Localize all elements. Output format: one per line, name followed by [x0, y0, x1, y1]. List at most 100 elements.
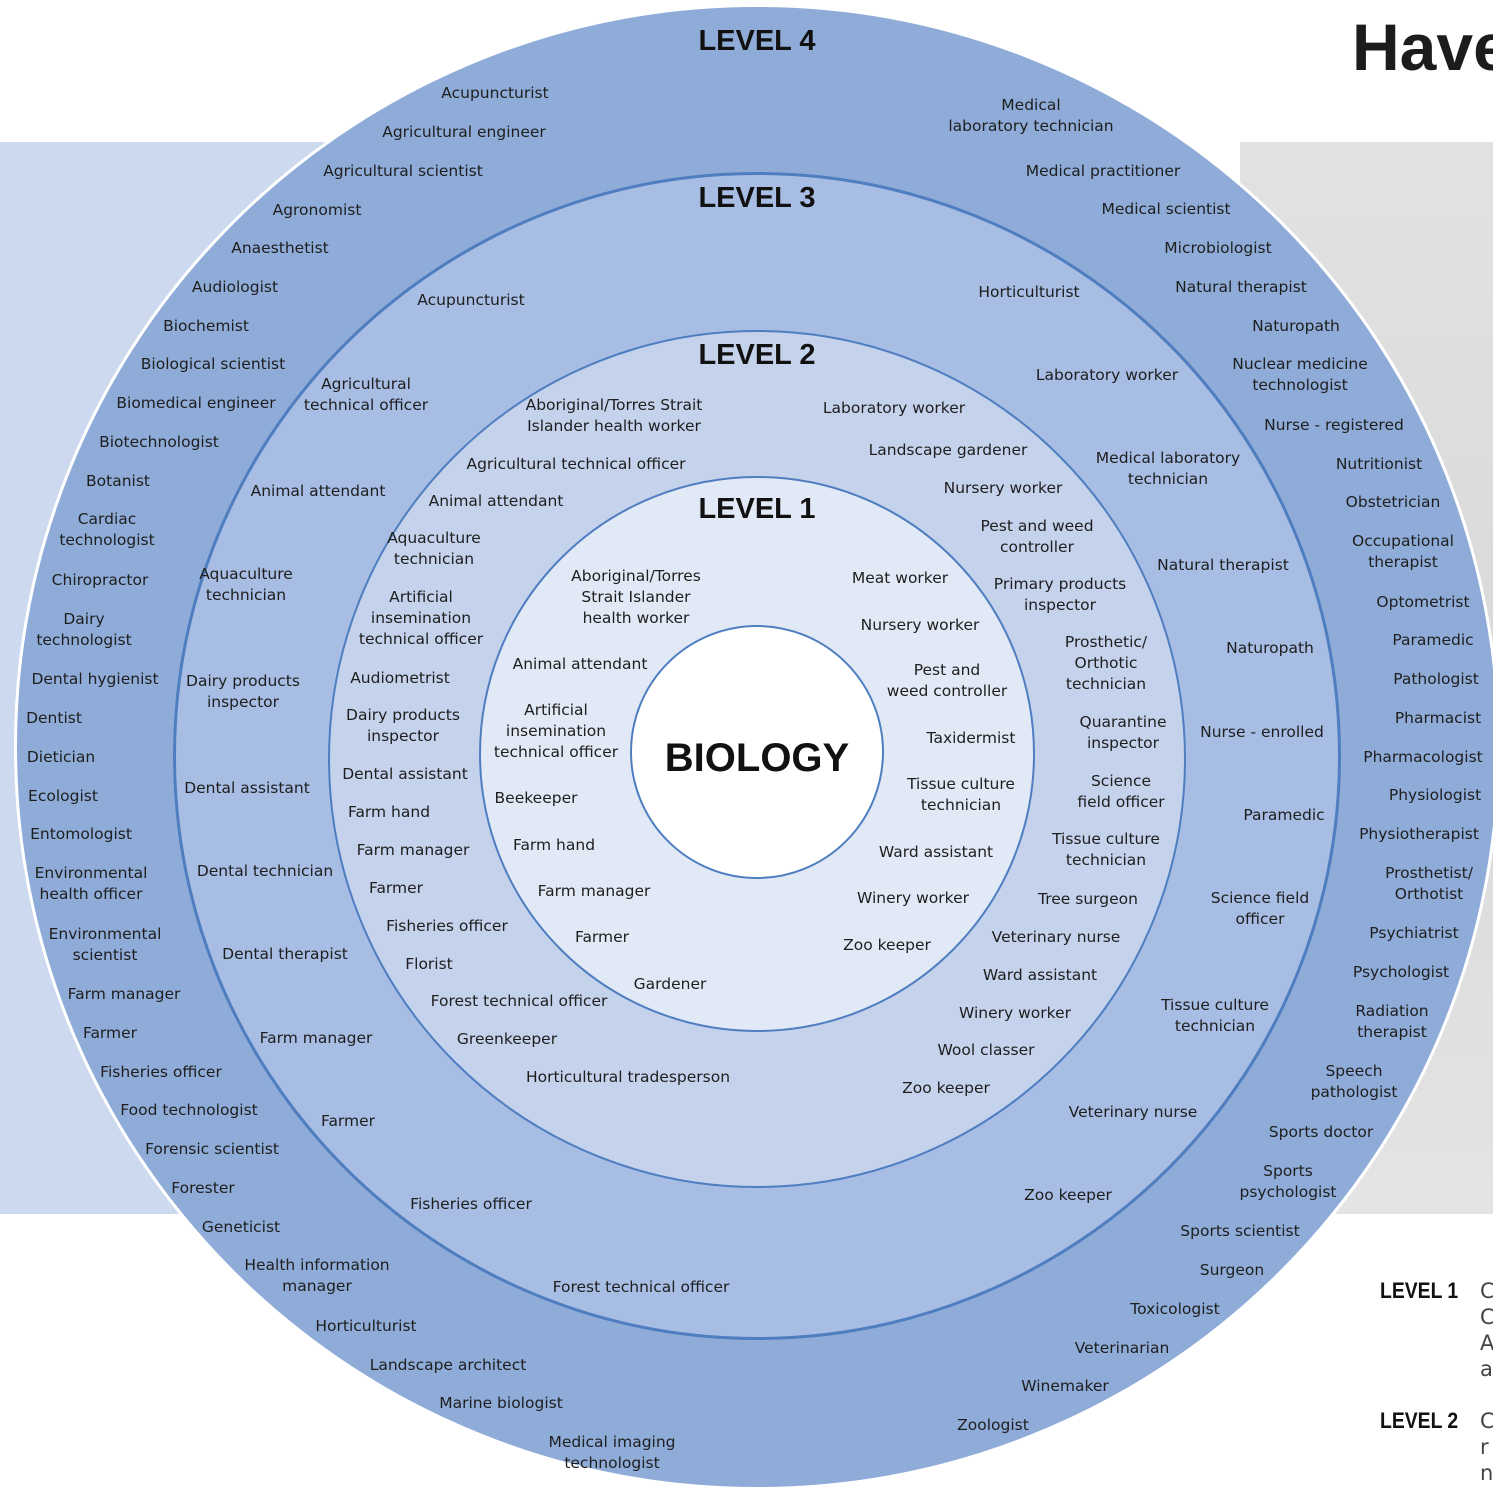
level-4-occupation: Sports doctor [1268, 1123, 1374, 1141]
level-2-occupation: Tissue culture technician [1052, 830, 1160, 869]
level-2-occupation: Laboratory worker [822, 399, 966, 417]
level-2-occupation: Winery worker [959, 1004, 1071, 1022]
level-4-occupation: Cardiac technologist [59, 510, 155, 549]
level-3-occupation: Dental technician [196, 862, 334, 880]
level-3-occupation: Laboratory worker [1035, 366, 1179, 384]
level-4-occupation: Surgeon [1199, 1261, 1265, 1279]
level-3-occupation: Naturopath [1226, 639, 1314, 657]
level-1-occupation: Pest and weed controller [886, 661, 1008, 700]
level-1-occupation: Taxidermist [926, 729, 1016, 747]
level-4-occupation: Obstetrician [1345, 493, 1441, 511]
level-2-occupation: Farmer [368, 879, 424, 897]
level-4-occupation: Naturopath [1252, 317, 1340, 335]
legend-key-level-2: LEVEL 2 [1380, 1408, 1459, 1433]
level-2-occupation: Farm manager [356, 841, 470, 859]
level-2-occupation: Primary products inspector [993, 575, 1127, 614]
level-4-occupation: Occupational therapist [1352, 532, 1454, 571]
level-1-occupation: Winery worker [857, 889, 969, 907]
center-title: BIOLOGY [664, 736, 850, 780]
level-2-occupation: Prosthetic/ Orthotic technician [1064, 633, 1148, 693]
level-3-occupation: Zoo keeper [1024, 1186, 1112, 1204]
level-2-occupation: Dental assistant [342, 765, 468, 783]
level-2-occupation: Animal attendant [428, 492, 564, 510]
level-3-occupation: Forest technical officer [552, 1278, 730, 1296]
level-3-occupation: Nurse - enrolled [1200, 723, 1324, 741]
level-3-occupation: Farm manager [259, 1029, 373, 1047]
level-4-occupation: Radiation therapist [1355, 1002, 1429, 1041]
level-2-occupation: Wool classer [937, 1041, 1035, 1059]
level-2-occupation: Florist [405, 955, 453, 973]
level-3-occupation: Acupuncturist [417, 291, 525, 309]
level-4-occupation: Pharmacologist [1363, 748, 1483, 766]
level-4-occupation: Pharmacist [1394, 709, 1482, 727]
level-2-occupation: Dairy products inspector [346, 706, 460, 745]
page-headline: Have [1352, 10, 1493, 84]
level-2-occupation: Science field officer [1077, 772, 1165, 811]
level-4-occupation: Biological scientist [140, 355, 286, 373]
level-4-occupation: Nutritionist [1335, 455, 1423, 473]
level-4-occupation: Fisheries officer [100, 1063, 222, 1081]
level-4-occupation: Dairy technologist [36, 610, 132, 649]
level-2-occupation: Ward assistant [982, 966, 1098, 984]
level-1-title: LEVEL 1 [698, 493, 816, 525]
level-4-occupation: Agronomist [272, 201, 362, 219]
level-1-occupation: Tissue culture technician [907, 775, 1015, 814]
level-4-occupation: Botanist [86, 472, 150, 490]
level-1-occupation: Farmer [574, 928, 630, 946]
level-4-occupation: Psychiatrist [1369, 924, 1459, 942]
level-1-occupation: Zoo keeper [843, 936, 931, 954]
level-2-occupation: Aquaculture technician [387, 529, 481, 568]
level-4-occupation: Biochemist [163, 317, 249, 335]
level-1-occupation: Farm hand [512, 836, 596, 854]
level-1-occupation: Gardener [633, 975, 707, 993]
level-4-occupation: Biotechnologist [99, 433, 219, 451]
level-4-occupation: Psychologist [1352, 963, 1450, 981]
center-circle [630, 625, 884, 879]
level-4-occupation: Geneticist [201, 1218, 281, 1236]
level-4-occupation: Chiropractor [51, 571, 149, 589]
level-2-occupation: Fisheries officer [386, 917, 508, 935]
level-4-occupation: Biomedical engineer [116, 394, 276, 412]
level-4-occupation: Forensic scientist [145, 1140, 279, 1158]
level-3-occupation: Fisheries officer [410, 1195, 532, 1213]
level-4-occupation: Microbiologist [1164, 239, 1272, 257]
level-3-occupation: Veterinary nurse [1068, 1103, 1198, 1121]
level-1-occupation: Farm manager [537, 882, 651, 900]
level-4-occupation: Marine biologist [439, 1394, 563, 1412]
level-4-occupation: Veterinarian [1074, 1339, 1170, 1357]
level-4-occupation: Health information manager [244, 1256, 390, 1295]
level-4-occupation: Farm manager [67, 985, 181, 1003]
level-2-occupation: Agricultural technical officer [466, 455, 686, 473]
level-4-occupation: Environmental health officer [34, 864, 148, 903]
level-4-occupation: Medical practitioner [1025, 162, 1181, 180]
level-3-title: LEVEL 3 [698, 182, 816, 214]
level-2-occupation: Aboriginal/Torres Strait Islander health… [525, 396, 703, 435]
level-2-occupation: Greenkeeper [456, 1030, 558, 1048]
level-4-title: LEVEL 4 [698, 25, 816, 57]
legend-text-level-1: C C A a [1480, 1279, 1493, 1381]
level-2-title: LEVEL 2 [698, 339, 816, 371]
level-4-occupation: Medical scientist [1101, 200, 1231, 218]
level-1-occupation: Beekeeper [494, 789, 578, 807]
level-3-occupation: Agricultural technical officer [303, 375, 429, 414]
level-3-occupation: Natural therapist [1157, 556, 1289, 574]
level-3-occupation: Animal attendant [250, 482, 386, 500]
level-4-occupation: Dietician [26, 748, 96, 766]
level-1-occupation: Animal attendant [512, 655, 648, 673]
level-2-occupation: Zoo keeper [902, 1079, 990, 1097]
level-4-occupation: Food technologist [120, 1101, 258, 1119]
level-4-occupation: Nuclear medicine technologist [1232, 355, 1368, 394]
level-4-occupation: Sports psychologist [1239, 1162, 1337, 1201]
level-4-occupation: Landscape architect [369, 1356, 527, 1374]
level-4-occupation: Forester [171, 1179, 235, 1197]
level-4-occupation: Physiologist [1388, 786, 1482, 804]
level-3-occupation: Science field officer [1210, 889, 1310, 928]
legend-text-level-2: C r n [1480, 1409, 1493, 1485]
level-2-occupation: Landscape gardener [868, 441, 1028, 459]
level-4-occupation: Winemaker [1021, 1377, 1109, 1395]
level-1-occupation: Meat worker [851, 569, 949, 587]
level-4-occupation: Ecologist [28, 787, 98, 805]
level-2-occupation: Nursery worker [943, 479, 1063, 497]
level-4-occupation: Zoologist [957, 1416, 1029, 1434]
level-4-occupation: Toxicologist [1130, 1300, 1220, 1318]
